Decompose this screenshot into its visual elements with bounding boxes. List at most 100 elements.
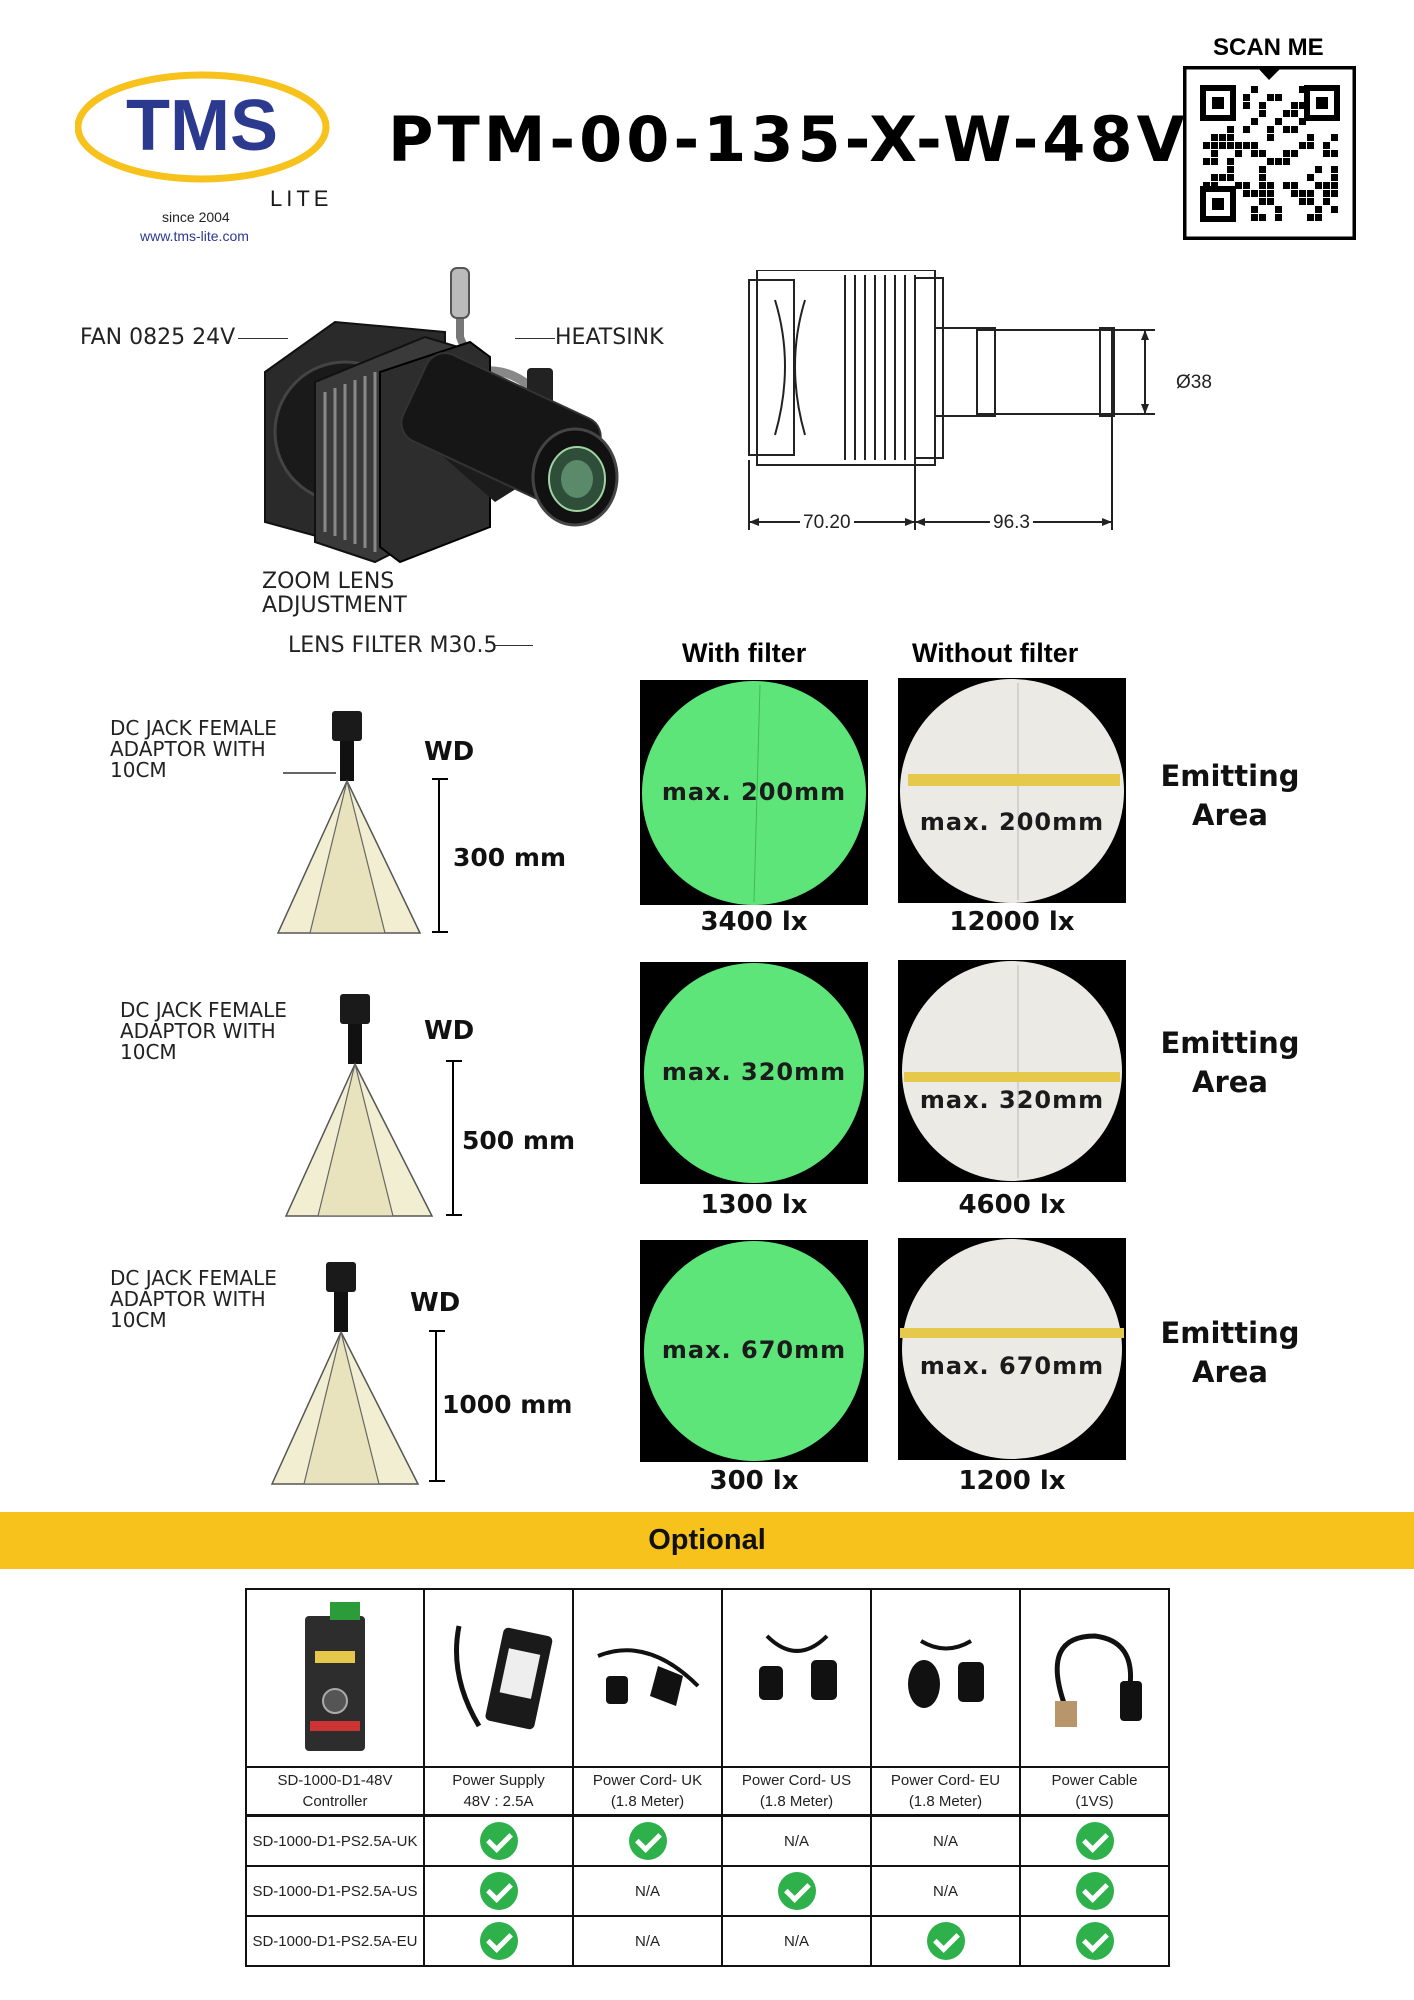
qr-module (1267, 182, 1274, 189)
power-supply-icon (453, 1625, 552, 1730)
product-image-row (245, 1588, 1170, 1768)
company-logo: TMS (74, 70, 330, 185)
qr-module (1275, 206, 1282, 213)
dc-jack-line-1: DC JACK FEMALE (110, 1266, 277, 1290)
qr-code[interactable] (1182, 65, 1357, 241)
nofilter-lux-2: 4600 lx (958, 1190, 1066, 1220)
not-available-cell: N/A (721, 1915, 872, 1967)
not-available-cell: N/A (870, 1814, 1021, 1867)
lens-length-dimension: 96.3 (990, 512, 1033, 534)
dc-jack-line-3: 10CM (110, 1308, 167, 1332)
qr-module (1259, 190, 1266, 197)
emitting-word: Emitting (1160, 1316, 1300, 1350)
optional-banner: Optional (0, 1512, 1414, 1569)
qr-module (1331, 174, 1338, 181)
qr-module (1251, 206, 1258, 213)
included-cell (572, 1814, 723, 1867)
qr-module (1203, 158, 1210, 165)
controller-icon (305, 1602, 365, 1751)
qr-module (1267, 94, 1274, 101)
qr-module (1211, 134, 1218, 141)
qr-module (1283, 110, 1290, 117)
qr-module (1235, 150, 1242, 157)
emitting-area-label-1: Emitting Area (1140, 757, 1320, 835)
scan-me-label: SCAN ME (1213, 34, 1324, 61)
nofilter-lux-3: 1200 lx (958, 1466, 1066, 1496)
check-icon (479, 1922, 518, 1960)
zoom-label: ZOOM LENS ADJUSTMENT (262, 570, 407, 618)
qr-module (1267, 158, 1274, 165)
check-icon (479, 1822, 518, 1860)
filter-area-text-1: max. 200mm (661, 778, 847, 806)
area-word: Area (1192, 1065, 1268, 1099)
page-title: PTM-00-135-X-W-48V (388, 103, 1189, 176)
power-cord-uk-icon (596, 1648, 699, 1706)
qr-module (1251, 118, 1258, 125)
body-length-dimension: 70.20 (800, 512, 854, 534)
filter-lux-3: 300 lx (709, 1466, 799, 1496)
qr-module (1315, 214, 1322, 221)
website-link[interactable]: www.tms-lite.com (140, 228, 249, 244)
dc-jack-label-3: DC JACK FEMALE ADAPTOR WITH 10CM (110, 1268, 277, 1331)
qr-module (1227, 134, 1234, 141)
included-cell (1019, 1814, 1170, 1867)
qr-module (1331, 182, 1338, 189)
emitting-word: Emitting (1160, 1026, 1300, 1060)
qr-module (1275, 214, 1282, 221)
qr-module (1315, 166, 1322, 173)
qr-module (1315, 182, 1322, 189)
dc-jack-line-2: ADAPTOR WITH (110, 737, 266, 761)
with-filter-header: With filter (682, 638, 807, 668)
not-available-cell: N/A (572, 1865, 723, 1917)
qr-module (1219, 174, 1226, 181)
distance-label-2: 500 mm (462, 1126, 575, 1155)
qr-module (1243, 94, 1250, 101)
logo-text: TMS (126, 86, 278, 166)
qr-module (1307, 134, 1314, 141)
wd-label-1: WD (424, 737, 475, 767)
nofilter-lux-1: 12000 lx (949, 907, 1075, 937)
kit-name: SD-1000-D1-PS2.5A-UK (245, 1814, 425, 1867)
qr-module (1323, 190, 1330, 197)
dc-jack-line-2: ADAPTOR WITH (110, 1287, 266, 1311)
product-name-cord-uk: Power Cord- UK(1.8 Meter) (572, 1766, 723, 1817)
wd-bar-3 (429, 1330, 451, 1482)
dc-jack-line-1: DC JACK FEMALE (110, 716, 277, 740)
qr-module (1211, 150, 1218, 157)
heatsink-leader-line (515, 338, 555, 339)
qr-module (1227, 166, 1234, 173)
check-icon (777, 1872, 816, 1910)
photo-nofilter-670mm: max. 670mm (898, 1238, 1126, 1460)
qr-module (1211, 142, 1218, 149)
photo-filter-670mm: max. 670mm (640, 1240, 868, 1462)
fan-label: FAN 0825 24V (80, 325, 236, 350)
check-icon (628, 1822, 667, 1860)
qr-module (1259, 150, 1266, 157)
qr-module (1259, 214, 1266, 221)
power-cord-us-icon (758, 1634, 837, 1700)
qr-module (1331, 166, 1338, 173)
qr-module (1283, 158, 1290, 165)
qr-module (1259, 166, 1266, 173)
photo-filter-320mm: max. 320mm (640, 962, 868, 1184)
qr-module (1275, 158, 1282, 165)
qr-module (1299, 198, 1306, 205)
qr-module (1267, 190, 1274, 197)
qr-module (1323, 150, 1330, 157)
qr-module (1299, 190, 1306, 197)
qr-module (1219, 134, 1226, 141)
qr-module (1227, 158, 1234, 165)
qr-module (1291, 182, 1298, 189)
qr-module (1235, 182, 1242, 189)
qr-module (1235, 142, 1242, 149)
diameter-dimension: Ø38 (1176, 372, 1212, 394)
product-name-cord-eu: Power Cord- EU(1.8 Meter) (870, 1766, 1021, 1817)
power-cord-eu-image (870, 1588, 1021, 1768)
area-word: Area (1192, 798, 1268, 832)
qr-module (1323, 198, 1330, 205)
